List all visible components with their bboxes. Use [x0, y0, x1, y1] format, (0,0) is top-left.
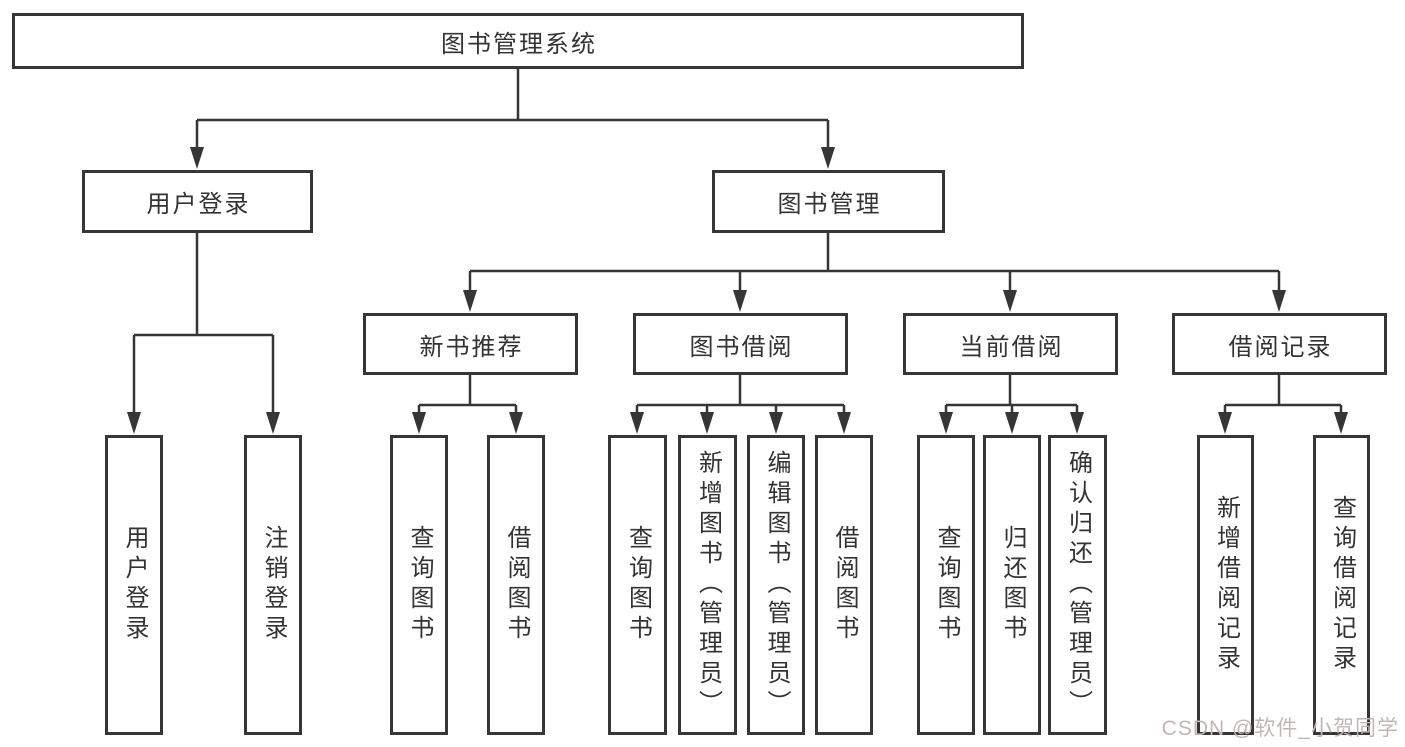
leaf-label: 编辑图书（管理员） [763, 450, 790, 720]
leaf-borrow-books-recommend: 借阅图书 [487, 435, 545, 735]
node-label: 借阅记录 [1228, 333, 1333, 361]
leaf-user-login: 用户登录 [105, 435, 163, 735]
node-user-login: 用户登录 [82, 170, 313, 233]
node-book-management: 图书管理 [712, 170, 945, 233]
leaf-label: 借阅图书 [831, 525, 858, 645]
leaf-add-book-admin: 新增图书（管理员） [678, 435, 737, 735]
leaf-edit-book-admin: 编辑图书（管理员） [747, 435, 805, 735]
leaf-confirm-return-admin: 确认归还（管理员） [1048, 435, 1107, 735]
node-root-label: 图书管理系统 [441, 30, 597, 58]
node-label: 用户登录 [146, 191, 251, 218]
node-label: 新书推荐 [419, 333, 524, 361]
node-new-book-recommend: 新书推荐 [363, 313, 578, 375]
leaf-query-books-recommend: 查询图书 [390, 435, 448, 735]
leaf-label: 查询图书 [933, 525, 960, 645]
node-root: 图书管理系统 [12, 13, 1024, 69]
node-current-borrowing: 当前借阅 [903, 313, 1118, 375]
leaf-logout: 注销登录 [244, 435, 302, 735]
leaf-label: 新增图书（管理员） [694, 450, 722, 720]
node-label: 图书借阅 [689, 333, 794, 361]
leaf-label: 新增借阅记录 [1212, 495, 1240, 675]
leaf-borrow-books-borrowing: 借阅图书 [815, 435, 873, 735]
leaf-query-books-borrowing: 查询图书 [608, 435, 667, 735]
leaf-return-books: 归还图书 [983, 435, 1041, 735]
node-label: 图书管理 [777, 191, 882, 218]
node-borrowing-records: 借阅记录 [1172, 313, 1387, 375]
leaf-label: 借阅图书 [503, 525, 530, 645]
leaf-label: 查询图书 [406, 525, 433, 645]
leaf-label: 确认归还（管理员） [1064, 450, 1092, 720]
leaf-query-books-current: 查询图书 [917, 435, 975, 735]
leaf-label: 查询借阅记录 [1328, 495, 1356, 675]
leaf-add-borrow-record: 新增借阅记录 [1197, 435, 1254, 735]
node-label: 当前借阅 [959, 333, 1064, 361]
csdn-watermark: CSDN @软件_小贺同学 [1161, 717, 1399, 740]
leaf-query-borrow-record: 查询借阅记录 [1313, 435, 1370, 735]
leaf-label: 查询图书 [624, 525, 652, 645]
node-book-borrowing: 图书借阅 [633, 313, 848, 375]
leaf-label: 注销登录 [260, 525, 287, 645]
leaf-label: 用户登录 [121, 525, 148, 645]
leaf-label: 归还图书 [999, 525, 1026, 645]
